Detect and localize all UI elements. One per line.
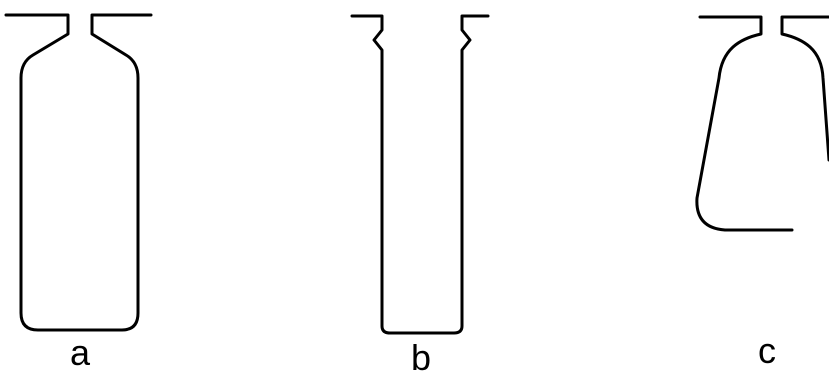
shape-b-left-outline xyxy=(350,14,425,335)
shape-c xyxy=(695,15,829,232)
shape-c-right-outline xyxy=(780,15,829,162)
shape-a xyxy=(4,13,153,332)
shape-b-right-outline xyxy=(421,14,490,335)
shape-b-label: b xyxy=(411,337,432,378)
shape-c-left-outline xyxy=(695,15,794,232)
shape-a-left-outline xyxy=(4,13,84,332)
shape-a-label: a xyxy=(70,332,91,373)
shape-b xyxy=(350,14,490,335)
shape-a-right-outline xyxy=(80,13,153,332)
shape-c-label: c xyxy=(758,330,776,371)
